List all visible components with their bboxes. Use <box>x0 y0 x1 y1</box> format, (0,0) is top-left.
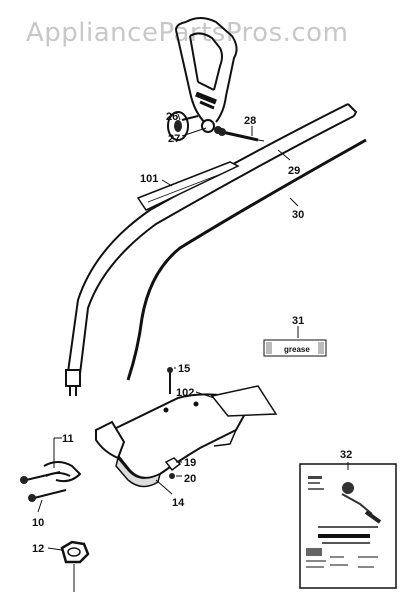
label-11: 11 <box>62 433 74 445</box>
handle-clamp-knob <box>167 111 222 141</box>
label-32: 32 <box>340 449 352 461</box>
label-26: 26 <box>166 111 178 123</box>
clamp <box>43 461 82 483</box>
label-27: 27 <box>168 133 180 145</box>
label-10: 10 <box>32 517 44 529</box>
handle <box>175 17 238 125</box>
owners-manual-32 <box>299 463 397 589</box>
nut-19-20 <box>164 457 182 479</box>
label-28: 28 <box>244 115 256 127</box>
tube-end-fitting <box>65 369 81 396</box>
label-101: 101 <box>140 173 158 185</box>
grease-label: grease <box>263 339 327 357</box>
decal-101 <box>136 161 240 211</box>
label-20: 20 <box>184 473 196 485</box>
grease-text: grease <box>284 345 310 354</box>
leader-lines <box>37 113 349 551</box>
label-19: 19 <box>184 457 196 469</box>
label-14: 14 <box>172 497 185 509</box>
label-15: 15 <box>178 363 190 375</box>
screw-15 <box>167 367 173 394</box>
handle-bolt <box>218 128 265 142</box>
label-31: 31 <box>292 315 304 327</box>
label-102: 102 <box>176 387 194 399</box>
label-29: 29 <box>288 165 300 177</box>
label-12: 12 <box>32 543 44 555</box>
watermark: AppliancePartsPros.com <box>26 18 349 48</box>
trim-blade-102 <box>210 385 278 417</box>
shield <box>95 393 248 488</box>
screws-10 <box>20 471 67 502</box>
label-30: 30 <box>292 209 304 221</box>
shaft-tube <box>67 103 358 375</box>
hex-nut-12 <box>60 540 90 592</box>
flex-shaft <box>126 138 367 381</box>
